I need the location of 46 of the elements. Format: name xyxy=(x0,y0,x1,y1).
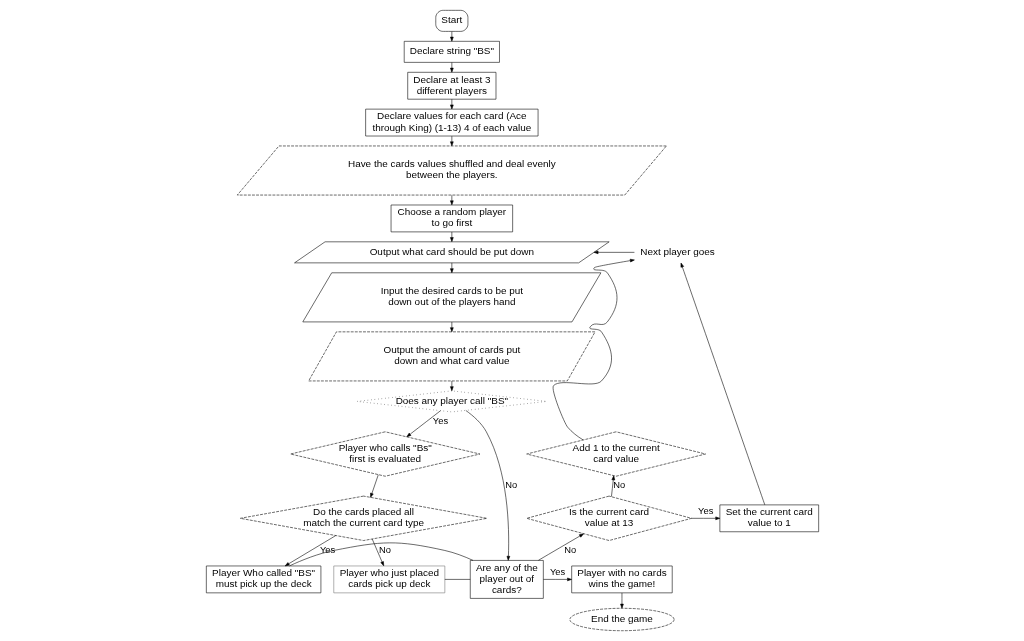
arrow xyxy=(406,410,441,438)
arrow xyxy=(542,577,572,582)
arrow xyxy=(680,262,765,506)
edge-label: No xyxy=(378,544,391,555)
node-diamond: Add 1 to the current card value xyxy=(525,431,706,477)
edge-label: Yes xyxy=(549,566,565,577)
arrow xyxy=(449,31,454,42)
node-box: Declare values for each card (Ace through King) (1-13) 4 of each value xyxy=(364,108,538,137)
arrow xyxy=(371,538,384,567)
arrow xyxy=(449,135,454,147)
arrow xyxy=(449,98,454,110)
node-box: Player with no cards wins the game! xyxy=(570,565,672,594)
arrow xyxy=(369,474,379,498)
arrow xyxy=(449,231,454,242)
edge-label: No xyxy=(612,480,625,491)
connector xyxy=(288,542,473,567)
node-diamond: Do the cards placed all match the current card type xyxy=(239,495,487,541)
arrow xyxy=(284,535,336,567)
node-box: Player Who called "BS" must pick up the deck xyxy=(205,565,321,594)
node-box: Player who just placed cards pick up deck xyxy=(332,565,445,594)
arrow xyxy=(449,321,454,333)
edge-label: Yes xyxy=(697,505,713,516)
arrow xyxy=(552,258,635,441)
node-box: Are any of the player out of cards? xyxy=(469,560,544,599)
node-box: Declare string "BS" xyxy=(403,41,500,63)
edge-label: Yes xyxy=(432,416,448,427)
arrow xyxy=(690,516,720,521)
arrow xyxy=(619,592,624,609)
node-box: Start xyxy=(435,10,468,32)
arrow xyxy=(449,262,454,274)
edge-label: No xyxy=(563,544,576,555)
node-ellipse: End the game xyxy=(569,608,674,631)
node-box: Set the current card value to 1 xyxy=(719,504,819,533)
edge-label: Yes xyxy=(319,544,335,555)
arrow xyxy=(593,250,635,255)
edge-label: No xyxy=(504,480,517,491)
node-text: Next player goes xyxy=(639,245,715,257)
arrow xyxy=(449,62,454,73)
arrow xyxy=(449,380,454,391)
arrow xyxy=(449,195,454,206)
arrow xyxy=(465,410,510,561)
arrow xyxy=(610,475,615,497)
node-box: Declare at least 3 different players xyxy=(406,72,496,100)
node-diamond: Does any player call "BS" xyxy=(356,390,547,413)
arrow xyxy=(537,533,584,561)
node-box: Choose a random player to go first xyxy=(390,204,513,233)
